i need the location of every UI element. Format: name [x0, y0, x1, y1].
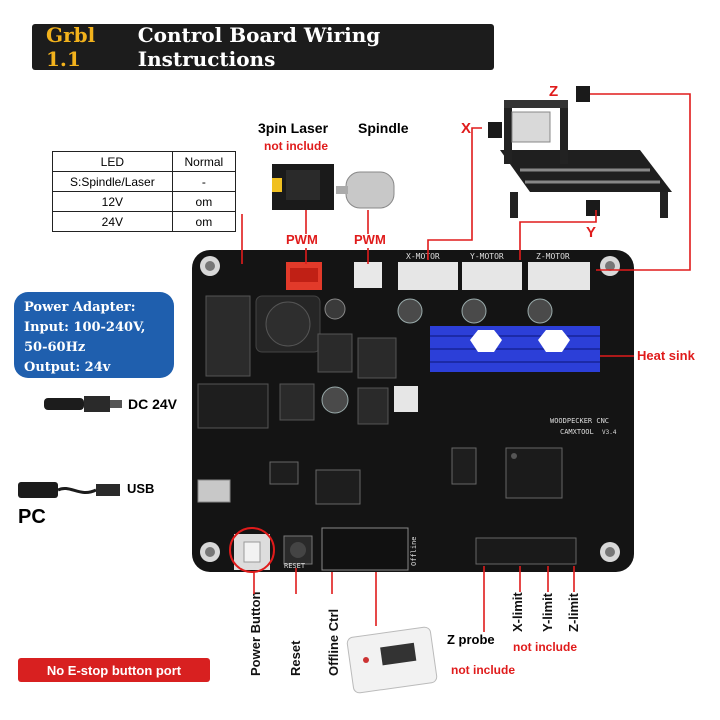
- spindle-pwm-label: PWM: [354, 232, 386, 247]
- title-banner: Grbl 1.1 Control Board Wiring Instructio…: [32, 23, 494, 71]
- z-probe-label: Z probe: [447, 632, 495, 647]
- wiring-lines: [241, 93, 691, 632]
- axis-z-label: Z: [549, 83, 559, 100]
- power-silk: POWER: [240, 562, 262, 570]
- usb-port: [197, 479, 231, 503]
- z-motor-silk: Z-MOTOR: [536, 252, 570, 261]
- x-motor-connector: [398, 262, 458, 290]
- brand2-silk: CAMXTOOL: [560, 428, 594, 436]
- offline-controller-image: [346, 626, 438, 694]
- power-line1: Power Adapter:: [24, 300, 136, 315]
- laser-module-image: [272, 164, 334, 210]
- version-silk: V3.4: [602, 429, 617, 436]
- power-line4: Output: 24v: [24, 360, 111, 375]
- limit-note: not include: [513, 640, 577, 654]
- axis-y-label: Y: [586, 224, 597, 241]
- no-estop-badge: No E-stop button port: [18, 658, 210, 682]
- cnc-machine-illustration: [488, 86, 672, 218]
- laser-pwm-label: PWM: [286, 232, 318, 247]
- dc-jack: [197, 383, 269, 429]
- limit-header: [475, 537, 577, 565]
- power-line3: 50-60Hz: [24, 340, 86, 355]
- offline-header: [321, 527, 409, 571]
- y-motor-silk: Y-MOTOR: [470, 252, 504, 261]
- spindle-motor-image: [336, 171, 395, 209]
- y-motor-connector: [462, 262, 522, 290]
- normal-header: Normal: [171, 151, 237, 172]
- power-adapter-box: Power Adapter: Input: 100-240V, 50-60Hz …: [14, 292, 174, 378]
- z-probe-note: not include: [451, 663, 515, 677]
- led-row-label: 24V: [52, 211, 173, 232]
- control-board: X-MOTOR Y-MOTOR Z-MOTOR WOODPECKER CNC C…: [192, 250, 634, 573]
- z-motor-connector: [528, 262, 590, 290]
- dc-plug-image: [44, 396, 122, 412]
- spindle-label: Spindle: [358, 120, 409, 136]
- brand-silk: WOODPECKER CNC: [550, 417, 609, 425]
- z-motor-mark: [576, 86, 590, 102]
- dc-label: DC 24V: [128, 396, 178, 412]
- pc-label: PC: [18, 506, 46, 528]
- axis-x-label: X: [461, 120, 472, 137]
- usb-label: USB: [127, 481, 155, 496]
- y-motor-mark: [586, 200, 600, 216]
- x-motor-mark: [488, 122, 502, 138]
- led-row-value: -: [171, 171, 237, 192]
- laser-label: 3pin Laser: [258, 120, 329, 136]
- heat-sink-label: Heat sink: [637, 348, 695, 363]
- title-text: Control Board Wiring Instructions: [137, 23, 381, 71]
- usb-cable-image: [18, 482, 120, 498]
- led-row-value: om: [171, 211, 237, 232]
- offline-silk: Offline: [410, 536, 418, 566]
- laser-note: not include: [264, 139, 328, 153]
- title-version: Grbl 1.1: [46, 23, 96, 71]
- spindle-connector: [354, 262, 382, 288]
- x-motor-silk: X-MOTOR: [406, 252, 440, 261]
- power-line2: Input: 100-240V,: [24, 320, 146, 335]
- reset-silk: RESET: [284, 562, 306, 570]
- led-row-label: S:Spindle/Laser: [52, 171, 173, 192]
